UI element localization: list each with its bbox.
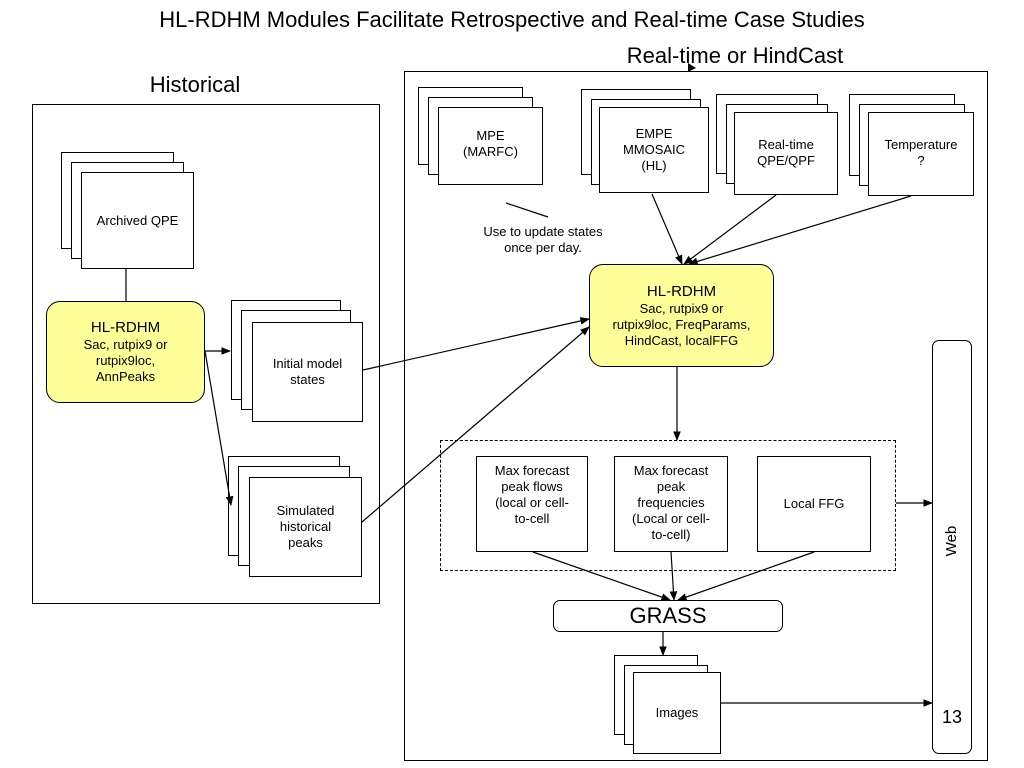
temperature-line-1: Temperature	[884, 137, 958, 152]
archived-qpe-box: Archived QPE	[81, 172, 194, 269]
hlrdhm-realtime-title: HL-RDHM	[646, 282, 717, 300]
max-flows-line-4: to-cell	[514, 511, 550, 526]
realtime-label: Real-time or HindCast	[626, 43, 844, 68]
hlrdhm-realtime-desc-1: Sac, rutpix9 or	[639, 300, 724, 316]
historical-label: Historical	[149, 72, 241, 97]
update-note: Use to update states once per day.	[462, 223, 624, 257]
temperature-line-2: ?	[917, 153, 925, 168]
slide-title: HL-RDHM Modules Facilitate Retrospective…	[159, 7, 865, 32]
mpe-line-1: MPE	[476, 128, 505, 143]
update-note-line-2: once per day.	[504, 240, 582, 255]
local-ffg-label: Local FFG	[783, 496, 845, 511]
hlrdhm-historical: HL-RDHM Sac, rutpix9 or rutpix9loc, AnnP…	[46, 301, 205, 403]
empe-line-2: MMOSAIC	[622, 142, 686, 157]
images-label: Images	[655, 705, 699, 720]
hlrdhm-historical-desc-1: Sac, rutpix9 or	[83, 337, 168, 352]
hlrdhm-historical-title: HL-RDHM	[90, 319, 161, 336]
initial-states-line-1: Initial model	[272, 356, 343, 371]
max-freq-line-1: Max forecast	[633, 463, 709, 478]
empe-line-3: (HL)	[641, 158, 667, 173]
simulated-peaks-line-2: historical	[279, 519, 332, 534]
grass-label: GRASS	[629, 603, 707, 628]
grass-box: GRASS	[553, 600, 783, 632]
update-note-line-1: Use to update states	[483, 224, 603, 239]
mpe-box: MPE (MARFC)	[438, 107, 543, 185]
qpe-qpf-line-2: QPE/QPF	[757, 153, 815, 168]
hlrdhm-historical-desc-3: AnnPeaks	[95, 369, 156, 384]
max-flows-line-1: Max forecast	[494, 463, 570, 478]
slide-number: 13	[941, 707, 963, 727]
empe-box: EMPE MMOSAIC (HL)	[599, 107, 709, 193]
empe-line-1: EMPE	[635, 126, 673, 141]
max-freq-line-2: peak	[656, 479, 686, 494]
simulated-peaks-box: Simulated historical peaks	[249, 477, 362, 577]
max-flows-line-3: (local or cell-	[495, 495, 569, 510]
hlrdhm-realtime-desc-3: HindCast, localFFG	[624, 332, 739, 348]
initial-states-line-2: states	[290, 372, 325, 387]
images-box: Images	[633, 672, 721, 754]
max-flows-line-2: peak flows	[501, 479, 563, 494]
web-label: Web	[943, 525, 960, 557]
simulated-peaks-line-3: peaks	[288, 535, 323, 550]
max-flows-box: Max forecast peak flows (local or cell- …	[476, 456, 588, 552]
max-freq-line-5: to-cell)	[651, 527, 691, 542]
max-freq-line-4: (Local or cell-	[631, 511, 711, 526]
max-freq-box: Max forecast peak frequencies (Local or …	[614, 456, 728, 552]
web-column	[932, 340, 972, 754]
initial-states-box: Initial model states	[252, 322, 363, 422]
mpe-line-2: (MARFC)	[463, 144, 518, 159]
temperature-box: Temperature ?	[868, 112, 974, 196]
local-ffg-box: Local FFG	[757, 456, 871, 552]
archived-qpe-label: Archived QPE	[96, 212, 179, 228]
max-freq-line-3: frequencies	[637, 495, 705, 510]
simulated-peaks-line-1: Simulated	[276, 503, 335, 518]
qpe-qpf-line-1: Real-time	[758, 137, 814, 152]
hlrdhm-realtime: HL-RDHM Sac, rutpix9 or rutpix9loc, Freq…	[589, 264, 774, 367]
qpe-qpf-box: Real-time QPE/QPF	[734, 112, 838, 195]
hlrdhm-historical-desc-2: rutpix9loc,	[95, 353, 156, 368]
hlrdhm-realtime-desc-2: rutpix9loc, FreqParams,	[612, 316, 751, 332]
